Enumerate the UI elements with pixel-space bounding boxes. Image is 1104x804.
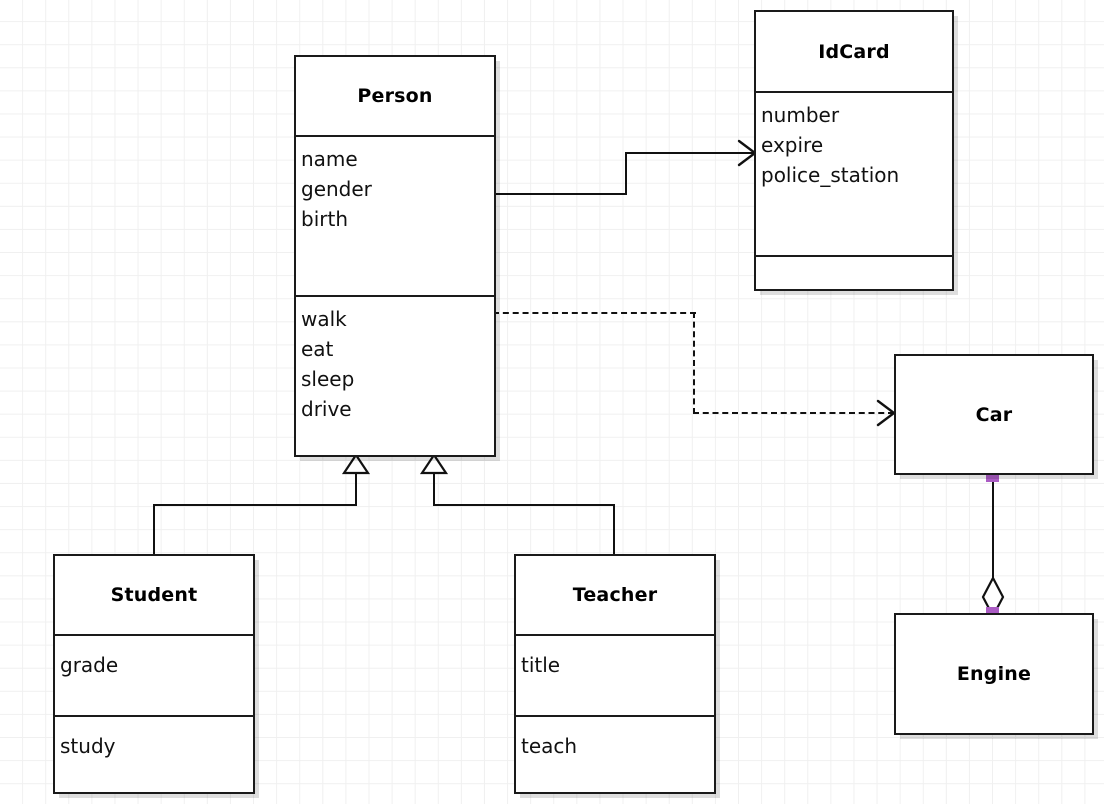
edge-car-engine-line[interactable] [992,474,994,580]
attribute-item: grade [60,653,119,677]
class-title-teacher: Teacher [516,556,714,634]
class-title-person: Person [296,57,494,135]
class-name-student: Student [110,584,198,606]
edge-student-person-seg3[interactable] [153,504,155,556]
class-attributes-idcard: number expire police_station [756,91,952,255]
edge-person-car-seg3[interactable] [693,412,894,414]
class-attributes-student: grade [55,634,253,715]
class-methods-teacher: teach [516,715,714,792]
class-methods-student: study [55,715,253,792]
method-item: study [60,734,116,758]
class-name-idcard: IdCard [818,40,890,63]
attribute-item: police_station [761,163,900,187]
method-item: walk [301,307,347,331]
edge-teacher-person-seg3[interactable] [613,504,615,556]
class-methods-person: walk eat sleep drive [296,295,494,455]
edge-teacher-person-seg1[interactable] [433,470,435,506]
method-item: teach [521,734,578,758]
attribute-item: number [761,103,840,127]
edge-person-idcard-seg2[interactable] [625,152,627,195]
class-name-teacher: Teacher [572,584,658,606]
class-attributes-person: name gender birth [296,135,494,295]
class-title-car: Car [896,356,1092,473]
class-title-idcard: IdCard [756,12,952,91]
class-name-person: Person [357,85,433,107]
class-title-engine: Engine [896,615,1092,733]
class-box-teacher[interactable]: Teacher title teach [514,554,716,794]
class-box-person[interactable]: Person name gender birth walk eat sleep … [294,55,496,457]
method-item: sleep [301,367,355,391]
class-box-car[interactable]: Car [894,354,1094,475]
class-box-engine[interactable]: Engine [894,613,1094,735]
class-box-idcard[interactable]: IdCard number expire police_station [754,10,954,291]
class-box-student[interactable]: Student grade study [53,554,255,794]
edge-teacher-person-seg2[interactable] [433,504,615,506]
attribute-item: name [301,147,358,171]
attribute-item: birth [301,207,348,231]
attribute-item: gender [301,177,372,201]
attribute-item: title [521,653,561,677]
class-attributes-teacher: title [516,634,714,715]
edge-student-person-seg2[interactable] [153,504,357,506]
class-title-student: Student [55,556,253,634]
edge-person-idcard-seg1[interactable] [493,193,627,195]
method-item: eat [301,337,334,361]
method-item: drive [301,397,352,421]
class-methods-idcard [756,255,952,289]
edge-student-person-seg1[interactable] [355,470,357,506]
edge-person-car-seg1[interactable] [493,312,696,314]
edge-person-car-seg2[interactable] [693,312,695,414]
class-name-car: Car [975,403,1013,426]
attribute-item: expire [761,133,824,157]
class-name-engine: Engine [956,663,1032,685]
edge-person-idcard-seg3[interactable] [625,152,753,154]
